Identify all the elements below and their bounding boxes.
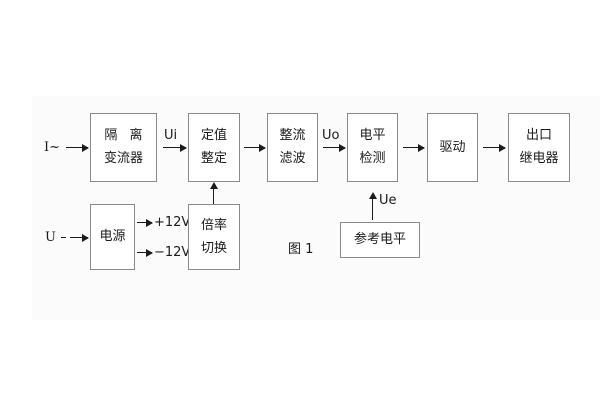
ue-signal-arrow: [368, 192, 377, 220]
block-isolation-transformer-line-2: 变流器: [103, 151, 143, 166]
block-multiplier-switch-line-2: 切换: [200, 240, 227, 256]
block-rectify-filter-line-2: 滤波: [279, 151, 306, 166]
block-rectify-filter: 整流 滤波: [267, 113, 318, 182]
ui-signal-label: Ui: [164, 128, 178, 143]
block-driver-line-1: 驱动: [439, 139, 466, 155]
current-input-label: I~: [44, 140, 61, 155]
block-power-supply-line-1: 电源: [99, 229, 126, 245]
block-setting-value-line-2: 整定: [200, 151, 227, 166]
rail-positive-label: +12V: [154, 215, 191, 230]
figure-caption: 图 1: [288, 242, 314, 257]
multiplier-to-setting-arrow: [209, 182, 218, 204]
voltage-input-arrow: [61, 233, 89, 242]
rail-negative-label: −12V: [154, 245, 191, 260]
current-input-arrow: [66, 143, 89, 152]
block-level-detection: 电平 检测: [347, 113, 398, 182]
block-level-detection-line-2: 检测: [359, 151, 386, 166]
block-isolation-transformer: 隔 离 变流器: [90, 113, 157, 182]
ue-signal-label: Ue: [379, 193, 397, 208]
rail-positive-arrow: [137, 218, 153, 227]
block-rectify-filter-line-1: 整流: [279, 128, 306, 144]
driver-to-output-arrow: [483, 143, 506, 152]
ui-signal-arrow: [163, 143, 187, 152]
block-driver: 驱动: [427, 113, 478, 182]
block-reference-level-line-1: 参考电平: [353, 232, 406, 248]
block-setting-value: 定值 整定: [188, 113, 240, 182]
block-reference-level: 参考电平: [340, 222, 420, 258]
block-level-detection-line-1: 电平: [359, 128, 386, 144]
uo-signal-arrow: [323, 143, 346, 152]
setting-to-rectify-arrow: [244, 143, 266, 152]
block-setting-value-line-1: 定值: [200, 128, 227, 144]
block-multiplier-switch-line-1: 倍率: [200, 217, 227, 233]
block-isolation-transformer-line-1: 隔 离: [104, 128, 147, 144]
block-output-relay: 出口 继电器: [508, 113, 570, 182]
block-output-relay-line-1: 出口: [525, 128, 552, 144]
rail-negative-arrow: [137, 248, 153, 257]
level-to-driver-arrow: [403, 143, 425, 152]
uo-signal-label: Uo: [322, 128, 340, 143]
block-output-relay-line-2: 继电器: [519, 151, 559, 166]
block-multiplier-switch: 倍率 切换: [188, 204, 240, 270]
block-power-supply: 电源: [90, 204, 135, 270]
voltage-input-label: U: [45, 230, 56, 245]
